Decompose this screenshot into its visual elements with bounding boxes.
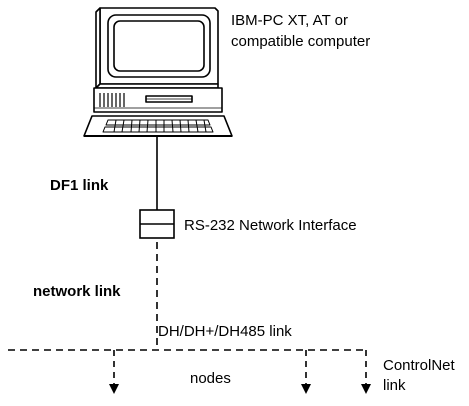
arrow-down-icon <box>361 384 371 394</box>
dh-link-label: DH/DH+/DH485 link <box>158 323 292 340</box>
node-drop <box>361 350 371 394</box>
keyboard-keys <box>102 119 214 133</box>
arrow-down-icon <box>109 384 119 394</box>
keyboard-icon <box>83 115 233 137</box>
rs232-interface-icon <box>139 209 175 239</box>
computer-icon <box>83 7 233 137</box>
computer-label-line2: compatible computer <box>231 33 370 50</box>
nodes-label: nodes <box>190 370 231 387</box>
controlnet-label-line2: link <box>383 377 406 394</box>
monitor-side <box>95 7 101 89</box>
rs232-interface-label: RS-232 Network Interface <box>184 217 357 234</box>
vent-grille-icon <box>99 93 125 107</box>
network-link-label: network link <box>33 283 121 300</box>
monitor-screen <box>113 20 205 72</box>
controlnet-label-line1: ControlNet <box>383 357 456 374</box>
node-drop <box>301 350 311 394</box>
computer-label-line1: IBM-PC XT, AT or <box>231 12 348 29</box>
df1-link-label: DF1 link <box>50 177 109 194</box>
node-drop <box>109 350 119 394</box>
arrow-down-icon <box>301 384 311 394</box>
